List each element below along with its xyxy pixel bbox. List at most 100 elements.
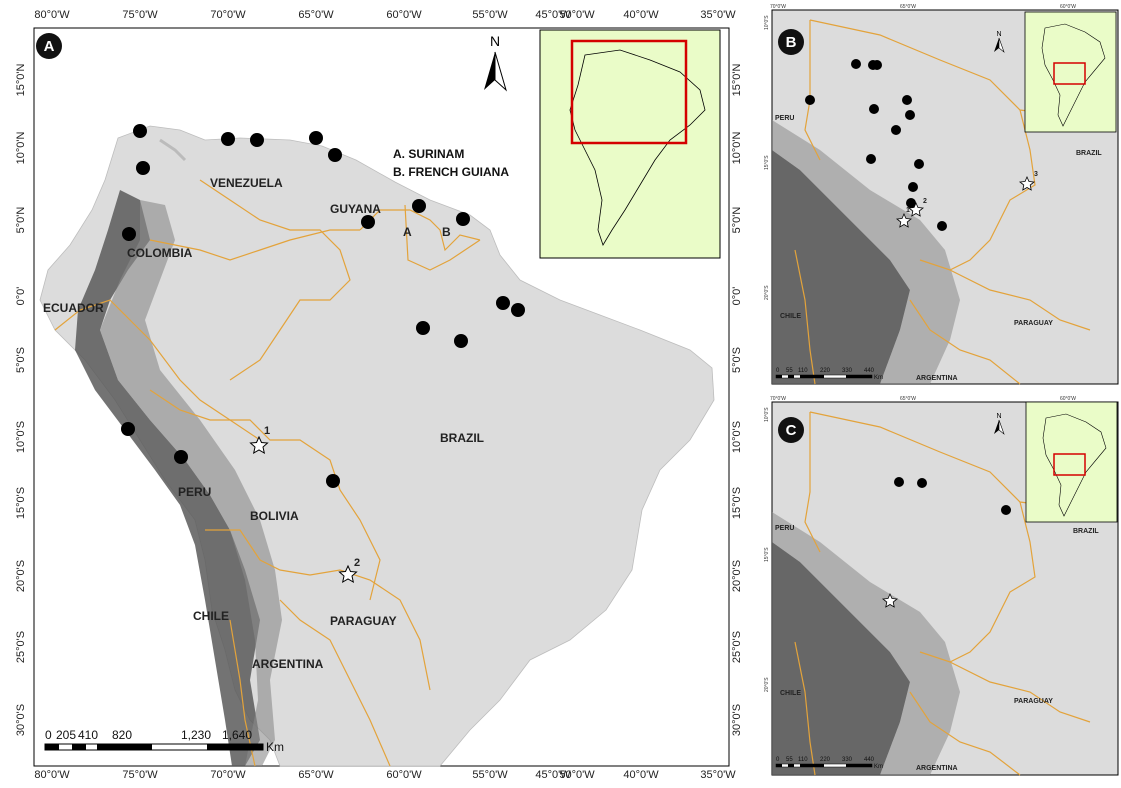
- occurrence-point: [894, 477, 904, 487]
- scale-unit: Km: [874, 375, 883, 381]
- lon-tick: 65°0'W: [900, 4, 916, 10]
- panel-b-letter-badge: [778, 29, 804, 55]
- scale-label: 330: [842, 368, 853, 374]
- panel-b-map: 70°0'W 65°0'W 60°0'W 1 2 3 PERU: [760, 0, 1121, 392]
- country-borders: [54, 179, 481, 767]
- star-marker-1: [895, 213, 913, 228]
- panel-a-bottom-ticks: 80°0'W 75°0'W 70°0'W 65°0'W 60°0'W 55°0'…: [34, 769, 736, 781]
- andes-relief-b: [772, 150, 910, 384]
- label-chile-b: CHILE: [780, 313, 801, 320]
- lon-tick: 70°0'W: [210, 769, 246, 781]
- lat-tick: 10°0'S: [731, 421, 743, 453]
- label-venezuela: VENEZUELA: [210, 176, 283, 190]
- occurrence-point: [914, 159, 924, 169]
- scale-label: 820: [112, 728, 132, 742]
- panel-a-letter: A: [44, 38, 55, 55]
- occurrence-point: [456, 212, 470, 226]
- lat-tick: 5°0'N: [731, 207, 743, 234]
- scale-label: 440: [864, 368, 875, 374]
- occurrence-point: [1001, 505, 1011, 515]
- scale-label: 1,230: [181, 728, 211, 742]
- occurrence-point: [866, 154, 876, 164]
- lat-tick: 30°0'S: [731, 704, 743, 736]
- occurrence-point: [869, 104, 879, 114]
- scale-unit: Km: [874, 764, 883, 770]
- occurrence-point: [133, 124, 147, 138]
- andes-relief-light: [100, 200, 282, 766]
- scale-label: 440: [864, 757, 875, 763]
- scale-label: 220: [820, 757, 831, 763]
- occurrence-point: [454, 334, 468, 348]
- lat-tick: 10°0'N: [731, 132, 743, 165]
- lat-tick: 25°0'S: [15, 631, 27, 663]
- occurrence-point: [416, 321, 430, 335]
- label-peru-b: PERU: [775, 115, 794, 122]
- caribbean-coast: [159, 138, 187, 162]
- label-paraguay-b: PARAGUAY: [1014, 320, 1053, 327]
- panel-a-inset: [539, 29, 721, 259]
- lat-tick: 10°0'S: [764, 15, 770, 30]
- occurrence-point: [136, 161, 150, 175]
- lat-tick: 5°0'N: [15, 207, 27, 234]
- inset-extent-box: [1053, 453, 1086, 476]
- panel-c-scale-bar: 0 55 110 220 330 440 Km: [775, 757, 883, 770]
- label-colombia: COLOMBIA: [127, 246, 193, 260]
- panel-c-inset: [1025, 401, 1118, 523]
- occurrence-point: [872, 60, 882, 70]
- andes-relief-b-light: [772, 120, 960, 384]
- label-paraguay-c: PARAGUAY: [1014, 698, 1053, 705]
- star-label-1: 1: [906, 207, 910, 214]
- label-brazil-b: BRAZIL: [1076, 150, 1102, 157]
- lat-tick: 15°0'N: [731, 64, 743, 97]
- lat-tick: 10°0'N: [15, 132, 27, 165]
- scale-label: 110: [798, 368, 808, 374]
- occurrence-point: [361, 215, 375, 229]
- occurrence-point: [326, 474, 340, 488]
- star-label-1: 1: [264, 425, 270, 437]
- lat-tick: 20°0'S: [15, 560, 27, 592]
- north-label: N: [996, 413, 1001, 420]
- lat-tick: 15°0'S: [731, 487, 743, 519]
- scale-label: 1,640: [222, 728, 252, 742]
- lat-tick: 20°0'S: [764, 677, 770, 692]
- occurrence-point: [122, 227, 136, 241]
- occurrence-point: [496, 296, 510, 310]
- lon-tick: 70°0'W: [770, 4, 786, 10]
- lat-tick: 25°0'S: [731, 631, 743, 663]
- label-guiana-code: B: [442, 225, 451, 239]
- label-bolivia: BOLIVIA: [250, 509, 299, 523]
- lon-tick: 75°0'W: [122, 769, 158, 781]
- occurrence-point: [221, 132, 235, 146]
- lon-tick: 80°0'W: [34, 769, 70, 781]
- occurrence-point: [174, 450, 188, 464]
- inset-extent-box: [570, 39, 688, 145]
- lon-tick: 55°0'W: [472, 9, 508, 21]
- star-label-3: 3: [1034, 171, 1038, 178]
- panel-a-letter-badge: [36, 33, 62, 59]
- scale-label: 220: [820, 368, 831, 374]
- label-peru-c: PERU: [775, 525, 794, 532]
- lon-tick: 45°0'W: [535, 769, 571, 781]
- panel-c-letter-badge: [778, 417, 804, 443]
- occurrence-point: [412, 199, 426, 213]
- lat-tick: 20°0'S: [731, 560, 743, 592]
- lon-tick: 60°0'W: [1060, 4, 1076, 10]
- north-label: N: [490, 33, 500, 49]
- label-surinam-code: A: [403, 225, 412, 239]
- panel-a-scale-bar: 0 205 410 820 1,230 1,640 Km: [44, 728, 284, 754]
- lat-tick: 15°0'S: [15, 487, 27, 519]
- occurrence-point: [906, 198, 916, 208]
- lon-tick: 80°0'W: [34, 9, 70, 21]
- label-chile-c: CHILE: [780, 690, 801, 697]
- label-peru: PERU: [178, 485, 211, 499]
- scale-label: 330: [842, 757, 853, 763]
- star-marker-2: [907, 202, 925, 217]
- occurrence-point: [891, 125, 901, 135]
- lon-tick: 65°0'W: [298, 9, 334, 21]
- scale-label: 205: [56, 728, 76, 742]
- occurrence-points-c: [894, 477, 1011, 515]
- occurrence-point: [309, 131, 323, 145]
- lat-tick: 5°0'S: [15, 347, 27, 373]
- scale-label: 55: [786, 757, 793, 763]
- country-borders-c: [794, 411, 1091, 776]
